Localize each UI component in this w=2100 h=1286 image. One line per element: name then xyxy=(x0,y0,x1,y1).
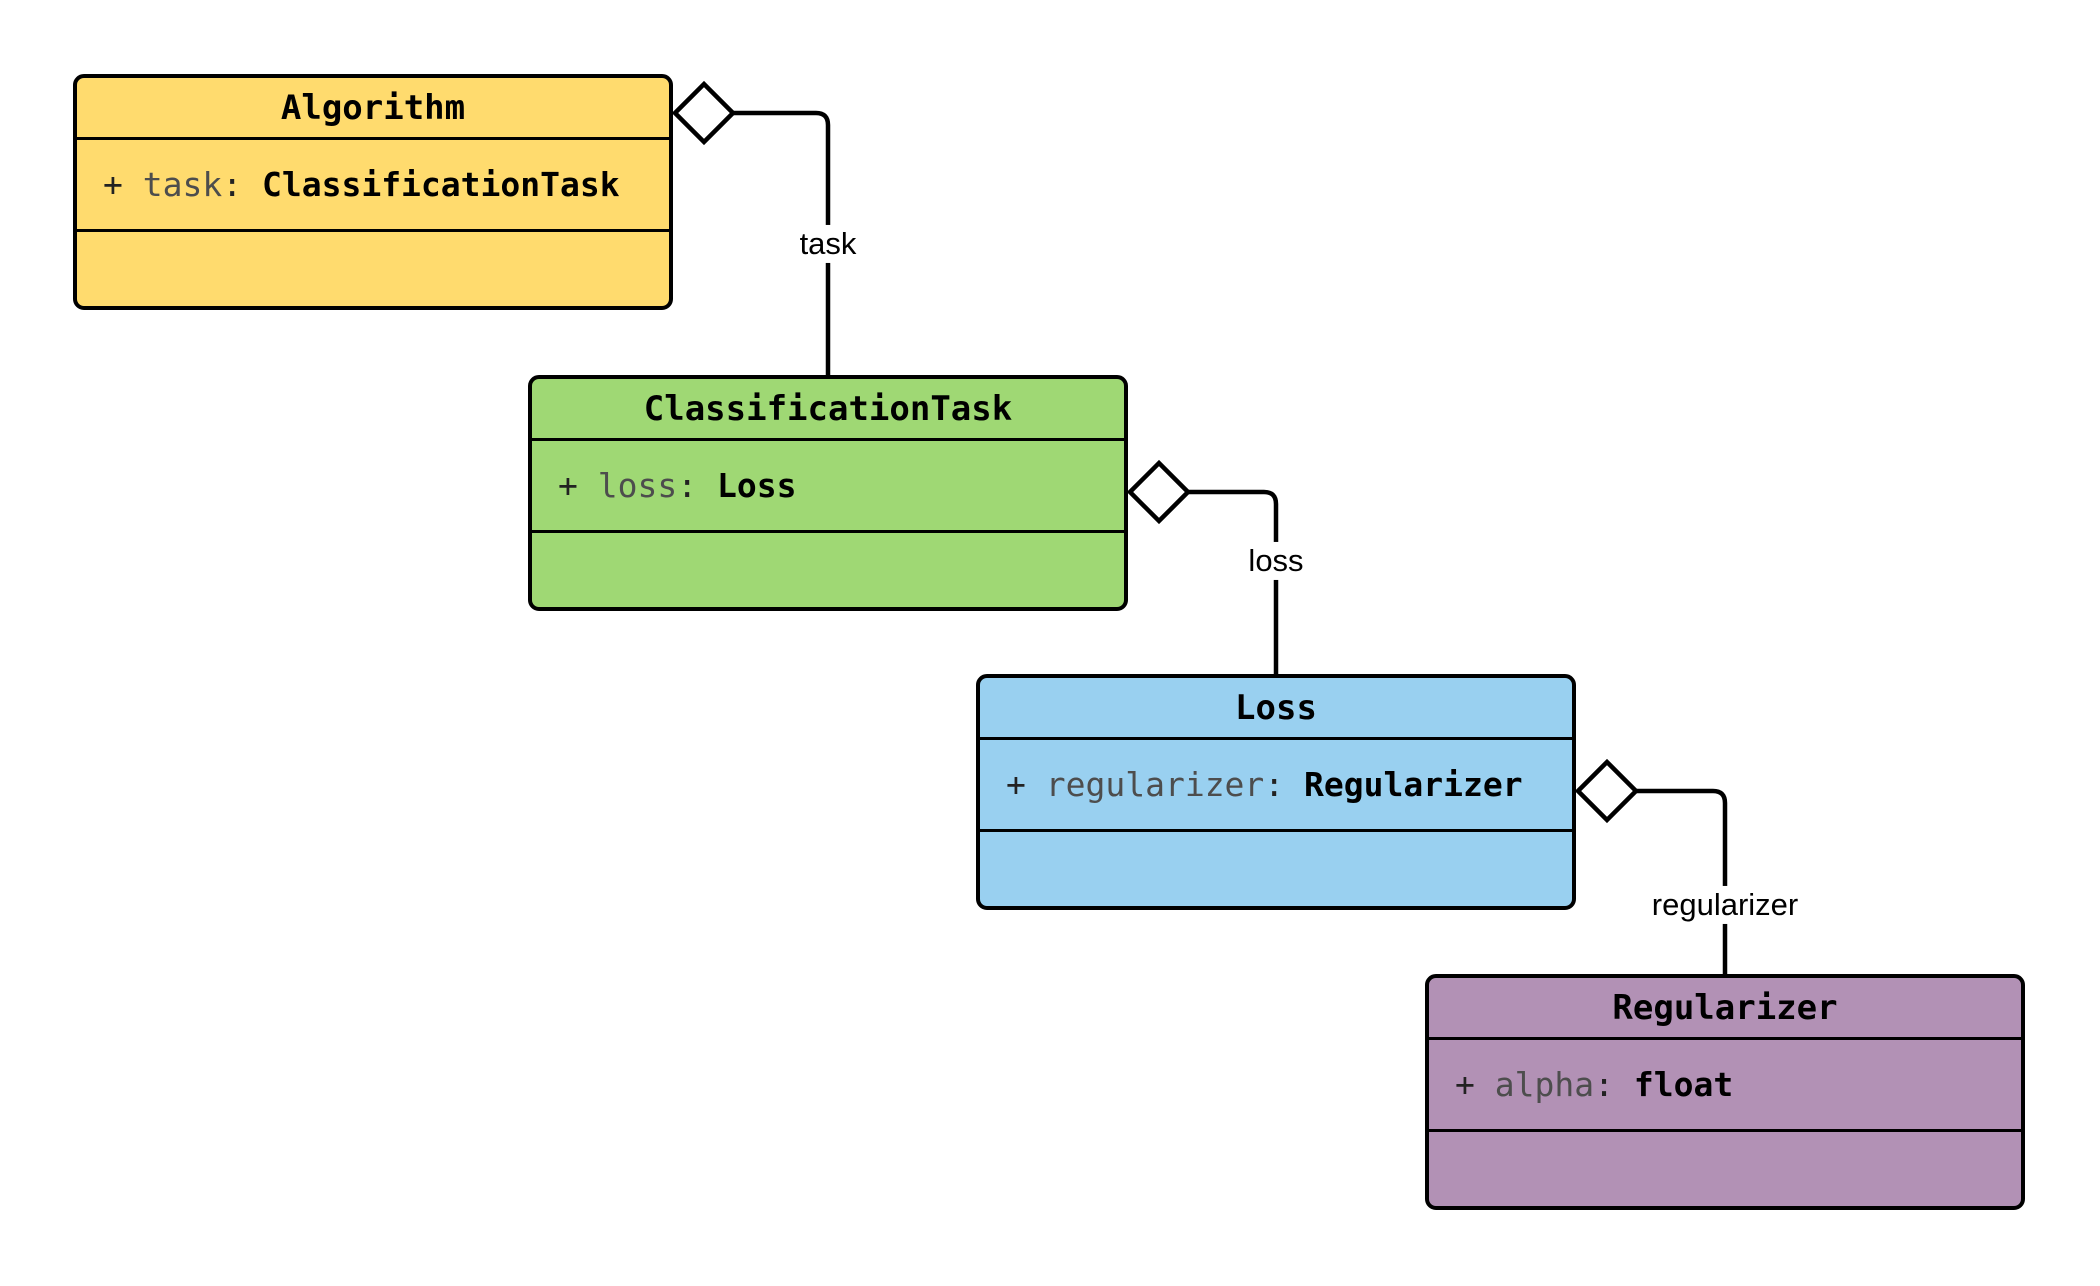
attribute-visibility: + xyxy=(558,466,598,505)
class-title: Algorithm xyxy=(77,78,669,140)
attribute-separator: : xyxy=(222,165,262,204)
aggregation-diamond-loss xyxy=(1126,459,1192,525)
attribute-name: regularizer xyxy=(1045,765,1265,804)
class-attributes: + alpha: float xyxy=(1429,1040,2021,1132)
aggregation-diamond-task xyxy=(671,80,737,146)
attribute-name: task xyxy=(142,165,223,204)
class-methods-empty xyxy=(532,533,1124,607)
class-attributes: + regularizer: Regularizer xyxy=(980,740,1572,832)
edge-label-regularizer: regularizer xyxy=(1643,885,1807,925)
edge-task-line xyxy=(733,110,831,376)
attribute-separator: : xyxy=(677,466,717,505)
attribute-separator: : xyxy=(1264,765,1305,804)
edge-regularizer-line xyxy=(1636,788,1728,976)
attribute-name: loss xyxy=(597,466,678,505)
attribute-type: Regularizer xyxy=(1304,765,1523,804)
attribute-name: alpha xyxy=(1494,1065,1595,1104)
class-box-regularizer: Regularizer + alpha: float xyxy=(1425,974,2025,1210)
attribute-visibility: + xyxy=(1006,765,1046,804)
attribute-type: ClassificationTask xyxy=(261,165,620,204)
class-attributes: + loss: Loss xyxy=(532,441,1124,533)
class-box-algorithm: Algorithm + task: ClassificationTask xyxy=(73,74,673,310)
attribute-visibility: + xyxy=(103,165,143,204)
edge-loss-line xyxy=(1188,489,1279,676)
class-attributes: + task: ClassificationTask xyxy=(77,140,669,232)
attribute-type: float xyxy=(1633,1065,1734,1104)
class-box-classificationtask: ClassificationTask + loss: Loss xyxy=(528,375,1128,611)
edge-label-loss: loss xyxy=(1240,541,1312,581)
edge-label-task: task xyxy=(791,224,865,264)
attribute-visibility: + xyxy=(1455,1065,1495,1104)
class-title: Regularizer xyxy=(1429,978,2021,1040)
class-methods-empty xyxy=(1429,1132,2021,1206)
aggregation-diamond-regularizer xyxy=(1574,758,1640,824)
class-title: ClassificationTask xyxy=(532,379,1124,441)
class-methods-empty xyxy=(77,232,669,306)
class-methods-empty xyxy=(980,832,1572,906)
class-box-loss: Loss + regularizer: Regularizer xyxy=(976,674,1576,910)
class-title: Loss xyxy=(980,678,1572,740)
attribute-type: Loss xyxy=(716,466,797,505)
attribute-separator: : xyxy=(1594,1065,1634,1104)
